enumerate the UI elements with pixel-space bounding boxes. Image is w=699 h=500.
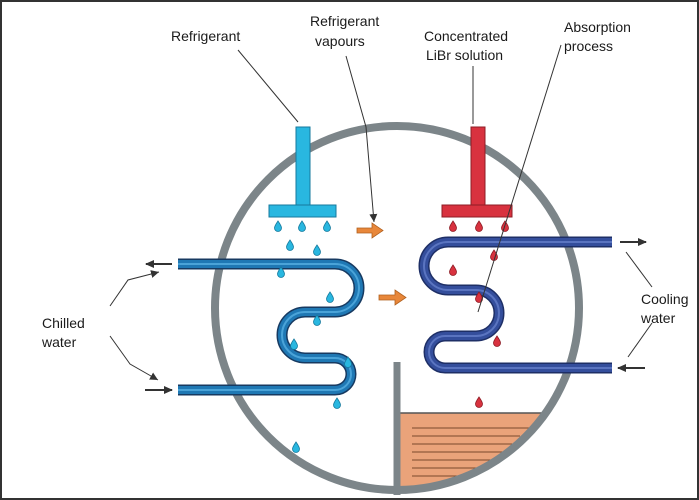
vapour-arrow-upper	[356, 222, 384, 239]
labels: Refrigerant Refrigerant vapours Concentr…	[41, 13, 688, 350]
evaporator-tube	[178, 258, 365, 396]
refrigerant-sprayer	[268, 126, 337, 218]
label-concentrated-line2: LiBr solution	[426, 47, 503, 63]
flow-arrows	[145, 238, 647, 394]
label-absorption-line1: Absorption	[564, 19, 631, 35]
label-cooling-line1: Cooling	[641, 291, 688, 307]
label-concentrated-line1: Concentrated	[424, 28, 508, 44]
label-chilled-line2: water	[41, 334, 77, 350]
label-refrigerant-vapours-line1: Refrigerant	[310, 13, 379, 29]
label-absorption-line2: process	[564, 38, 613, 54]
vapour-arrows	[356, 222, 407, 306]
label-chilled-line1: Chilled	[42, 315, 85, 331]
label-refrigerant-vapours-line2: vapours	[315, 33, 365, 49]
absorber-tube	[418, 236, 612, 374]
leader-lines	[109, 44, 653, 381]
libr-sprayer	[441, 126, 513, 218]
label-refrigerant: Refrigerant	[171, 28, 240, 44]
refrigerant-droplets	[274, 220, 352, 453]
label-cooling-line2: water	[640, 310, 676, 326]
vapour-arrow-middle	[378, 289, 407, 306]
